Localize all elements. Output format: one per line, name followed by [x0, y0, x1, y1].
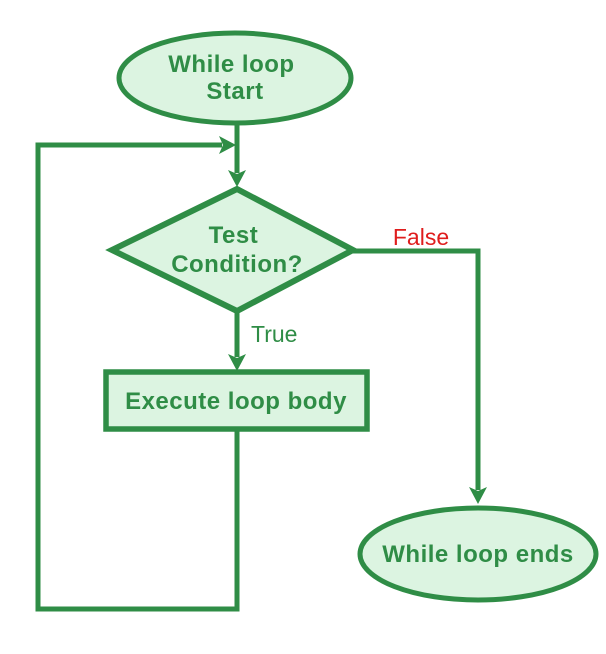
- start-node-label: While loop Start: [168, 51, 301, 105]
- body-arrowhead: [228, 354, 246, 371]
- start-node: [116, 30, 354, 126]
- loopback-edge: [35, 142, 240, 612]
- body-node-label: Execute loop body: [125, 388, 347, 415]
- end-arrowhead: [469, 487, 487, 504]
- condition-node-label: Test Condition?: [171, 222, 303, 278]
- true-edge-label: True: [251, 321, 297, 347]
- condition-node: [105, 185, 360, 315]
- condition-arrowhead: [228, 170, 246, 187]
- body-node: [103, 369, 370, 432]
- end-node-label: While loop ends: [382, 541, 574, 568]
- loopback-arrowhead: [219, 136, 236, 154]
- false-edge-label: False: [393, 224, 449, 250]
- end-node: [357, 505, 599, 603]
- false-edge: [353, 248, 481, 490]
